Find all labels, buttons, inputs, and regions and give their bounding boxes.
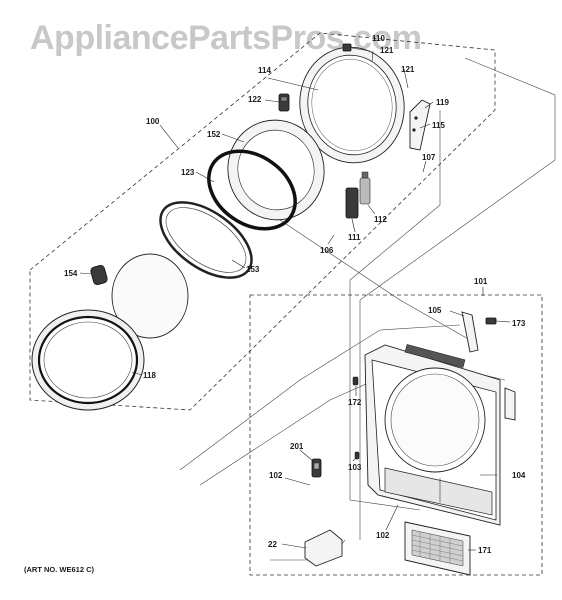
label-121-top: 121: [380, 46, 394, 55]
side-bracket: [504, 387, 516, 421]
part-103-screw: [354, 451, 360, 460]
label-114: 114: [258, 66, 271, 75]
label-123: 123: [181, 168, 195, 177]
part-122-hinge: [278, 93, 290, 112]
label-111: 111: [348, 233, 361, 242]
part-104-front-panel: [364, 344, 501, 526]
label-172: 172: [348, 398, 362, 407]
label-154: 154: [64, 269, 78, 278]
label-153: 153: [246, 265, 260, 274]
label-106: 106: [320, 246, 334, 255]
label-100: 100: [146, 117, 160, 126]
label-122: 122: [248, 95, 262, 104]
label-104: 104: [512, 471, 526, 480]
label-171: 171: [478, 546, 492, 555]
part-118-outer-door-ring: [31, 309, 145, 411]
label-102-left: 102: [269, 471, 283, 480]
part-119-115-hinge-plate: [409, 99, 431, 151]
label-110: 110: [372, 34, 385, 43]
label-103: 103: [348, 463, 362, 472]
label-118: 118: [143, 371, 156, 380]
label-173: 173: [512, 319, 526, 328]
front-panel-boundary: [249, 294, 543, 576]
label-102-bottom: 102: [376, 531, 390, 540]
label-119: 119: [436, 98, 449, 107]
label-152: 152: [207, 130, 221, 139]
callout-labels: 100 101 152 123 114 122 154 118 153 110 …: [64, 34, 526, 555]
part-173-clip: [485, 317, 497, 325]
label-201: 201: [290, 442, 304, 451]
label-121-right: 121: [401, 65, 415, 74]
part-172-screw: [352, 376, 359, 386]
label-105: 105: [428, 306, 442, 315]
label-112: 112: [374, 215, 387, 224]
part-123-door-gasket: [207, 149, 297, 231]
door-glass: [111, 253, 189, 339]
part-114-door-inner-frame: [299, 46, 405, 164]
label-107: 107: [422, 153, 436, 162]
art-number: (ART NO. WE612 C): [24, 565, 95, 574]
part-171-grille: [404, 521, 471, 576]
part-110-clip: [342, 43, 352, 52]
part-154-door-latch: [90, 264, 108, 286]
label-22: 22: [268, 540, 277, 549]
part-111-112-latch-assembly: [345, 171, 371, 219]
part-152-door-liner: [227, 119, 325, 221]
part-153-window-seal: [159, 201, 253, 279]
part-105-bracket: [461, 311, 479, 353]
label-101: 101: [474, 277, 488, 286]
part-201-hinge: [311, 458, 322, 478]
part-22-access-panel: [304, 529, 343, 567]
leader-lines: [79, 47, 511, 551]
door-assembly-boundary: [29, 32, 496, 411]
label-115: 115: [432, 121, 445, 130]
